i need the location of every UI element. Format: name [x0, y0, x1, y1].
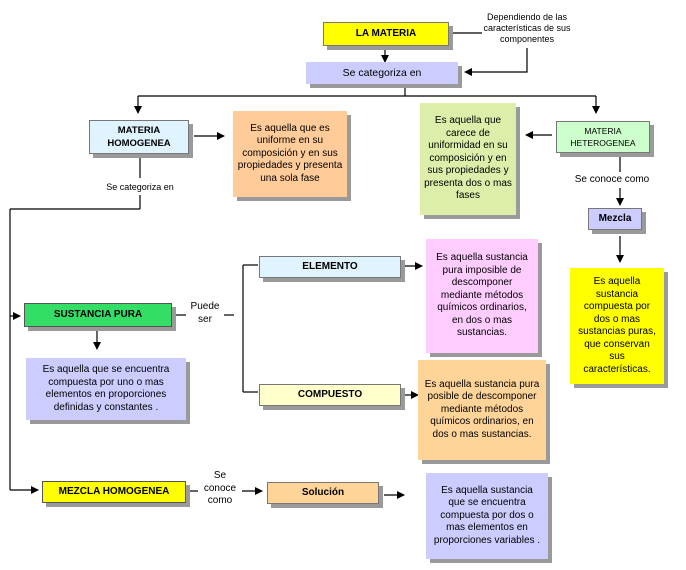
sustancia-def-box: Es aquella que se encuentra compuesta po… — [26, 358, 186, 420]
se-conoce-como-bottom: Se conoce como — [198, 470, 242, 508]
mezcla-homogenea-box: MEZCLA HOMOGENEA — [42, 481, 186, 503]
arrow-to-categoriza — [464, 48, 528, 76]
compuesto-def-box: Es aquella sustancia pura posible de des… — [418, 360, 546, 460]
elemento-def-box: Es aquella sustancia pura imposible de d… — [426, 239, 538, 353]
materia-heterogenea-box: MATERIA HETEROGENEA — [556, 121, 650, 153]
se-categoriza-left: Se categoriza en — [95, 181, 185, 194]
solucion-def-box: Es aquella sustancia que se encuentra co… — [426, 473, 548, 559]
se-categoriza-top-box: Se categoriza en — [306, 62, 458, 84]
puede-ser-label: Puede ser — [186, 301, 224, 326]
sustancia-pura-box: SUSTANCIA PURA — [24, 303, 172, 327]
mezcla-def-box: Es aquella sustancia compuesta por dos o… — [570, 268, 664, 384]
compuesto-box: COMPUESTO — [259, 384, 401, 406]
se-conoce-como-right: Se conoce como — [566, 174, 658, 187]
materia-homogenea-box: MATERIA HOMOGENEA — [89, 120, 189, 154]
solucion-box: Solución — [267, 482, 379, 504]
dependiendo-label: Dependiendo de las características de su… — [482, 12, 572, 45]
la-materia-box: LA MATERIA — [323, 22, 449, 46]
elemento-box: ELEMENTO — [259, 256, 401, 278]
heterogenea-def-box: Es aquella que carece de uniformidad en … — [420, 103, 516, 215]
mezcla-box: Mezcla — [588, 208, 642, 230]
homogenea-def-box: Es aquella que es uniforme en su composi… — [233, 111, 347, 197]
